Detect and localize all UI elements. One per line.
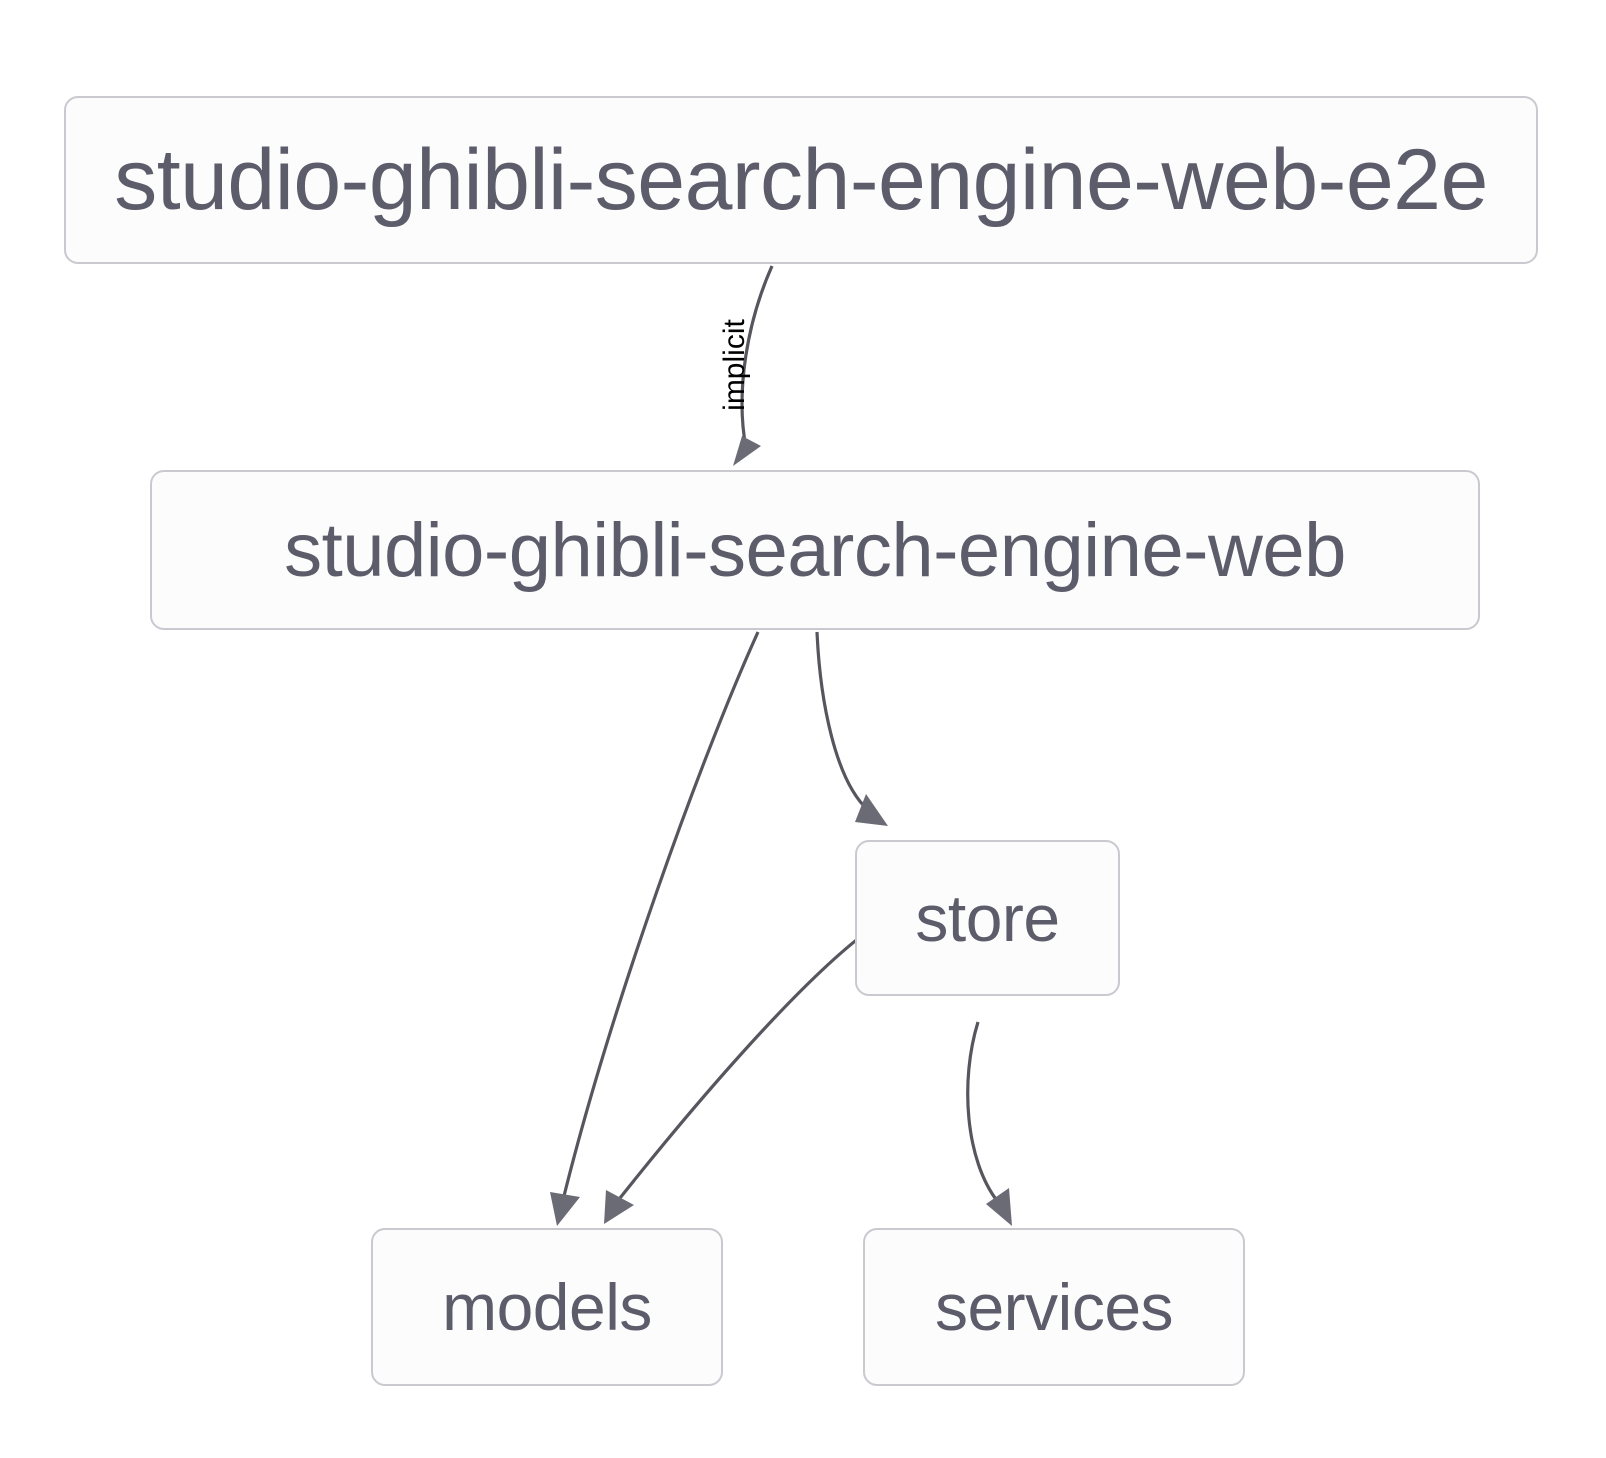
edge-web-to-models: [550, 631, 760, 1226]
node-store[interactable]: store: [855, 840, 1120, 996]
edge-web-to-store: [815, 631, 888, 826]
node-label: models: [442, 1270, 652, 1344]
node-label: services: [934, 1270, 1174, 1344]
node-studio-ghibli-search-engine-web-e2e[interactable]: studio-ghibli-search-engine-web-e2e: [64, 96, 1538, 264]
node-label: studio-ghibli-search-engine-web-e2e: [114, 131, 1488, 228]
node-label: store: [915, 881, 1060, 955]
edge-store-to-models: [604, 926, 873, 1224]
node-label: studio-ghibli-search-engine-web: [284, 507, 1346, 593]
edge-label-implicit: implicit: [718, 319, 751, 411]
edge-store-to-services: [966, 1021, 1012, 1226]
node-services[interactable]: services: [863, 1228, 1245, 1386]
node-studio-ghibli-search-engine-web[interactable]: studio-ghibli-search-engine-web: [150, 470, 1480, 630]
node-models[interactable]: models: [371, 1228, 723, 1386]
